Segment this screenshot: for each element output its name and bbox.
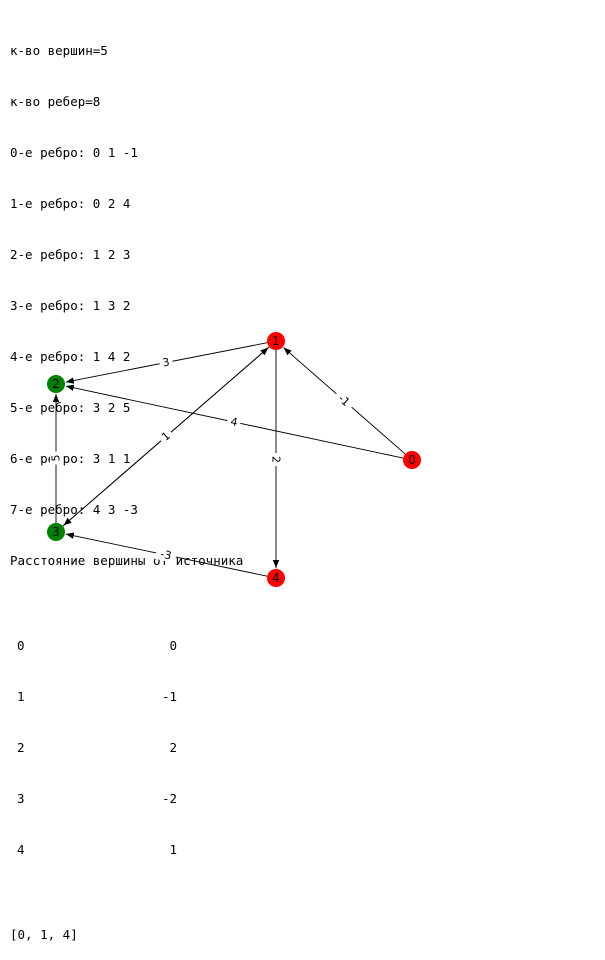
console-line: 2-е ребро: 1 2 3 xyxy=(10,247,131,262)
edge-weight-label: -1 xyxy=(332,389,356,412)
vertex-cell: 2 xyxy=(17,740,25,755)
edge-weight-text: 3 xyxy=(161,355,170,369)
distance-cell: 1 xyxy=(169,842,177,857)
edge-weight-label: 5 xyxy=(50,451,63,465)
graph-node-1 xyxy=(267,332,285,350)
edge-weight-text: 5 xyxy=(50,455,63,462)
console-output: к-во вершин=5 к-во ребер=8 0-е ребро: 0 … xyxy=(10,8,243,960)
vertex-cell: 4 xyxy=(17,842,25,857)
distance-row: 3 -2 xyxy=(10,790,243,807)
graph-node-label: 1 xyxy=(272,334,280,348)
graph-node-label: 4 xyxy=(272,571,280,585)
edge-weight-background xyxy=(154,547,178,563)
distance-table-heading: Расстояние вершины от источника xyxy=(10,553,244,568)
graph-node-3 xyxy=(47,523,65,541)
vertex-cell: 0 xyxy=(17,638,25,653)
path-result-line: [0, 1, 4] xyxy=(10,927,78,942)
graph-figure: -1 4 3 2 2 5 1 -3 0 1 2 3 4 xyxy=(47,332,421,587)
console-line: 7-е ребро: 4 3 -3 xyxy=(10,502,138,517)
edge-weight-label: 3 xyxy=(158,355,174,370)
console-line: 4-е ребро: 1 4 2 xyxy=(10,349,131,364)
vertex-cell: 1 xyxy=(17,689,25,704)
console-line: 1-е ребро: 0 2 4 xyxy=(10,196,131,211)
console-line: 5-е ребро: 3 2 5 xyxy=(10,400,131,415)
graph-node-label: 2 xyxy=(52,377,60,391)
edge-weight-background xyxy=(158,355,174,370)
console-line: к-во вершин=5 xyxy=(10,43,108,58)
console-line: 3-е ребро: 1 3 2 xyxy=(10,298,131,313)
distance-cell: 0 xyxy=(169,638,177,653)
graph-node-2 xyxy=(47,375,65,393)
edge-weight-background xyxy=(332,389,356,412)
edge-weight-label: 2 xyxy=(270,453,283,466)
distance-cell: -2 xyxy=(161,791,177,806)
edge-labels-layer: -1 4 3 2 2 5 1 -3 xyxy=(50,355,356,563)
edge-weight-background xyxy=(157,427,175,446)
edge-weight-background xyxy=(270,453,282,466)
edge-weight-label: 4 xyxy=(226,414,242,430)
edge-weight-background xyxy=(50,451,62,465)
graph-node-label: 0 xyxy=(408,453,416,467)
console-line: 0-е ребро: 0 1 -1 xyxy=(10,145,138,160)
graph-node-label: 3 xyxy=(52,525,60,539)
edges-layer xyxy=(52,342,406,577)
nodes-layer: 0 1 2 3 4 xyxy=(47,332,421,587)
edge-weight-text: -3 xyxy=(159,548,172,563)
distance-cell: 2 xyxy=(169,740,177,755)
graph-node-0 xyxy=(403,451,421,469)
edge-weight-text: 2 xyxy=(270,456,283,463)
edge-weight-text: 4 xyxy=(229,415,239,429)
edge-weight-label: 1 xyxy=(157,427,175,446)
edge-weight-label: -3 xyxy=(154,547,178,563)
console-line: к-во ребер=8 xyxy=(10,94,101,109)
distance-cell: -1 xyxy=(161,689,177,704)
edge-weight-background xyxy=(226,414,242,430)
vertex-cell: 3 xyxy=(17,791,25,806)
distance-row: 1 -1 xyxy=(10,688,243,705)
graph-node-4 xyxy=(267,569,285,587)
